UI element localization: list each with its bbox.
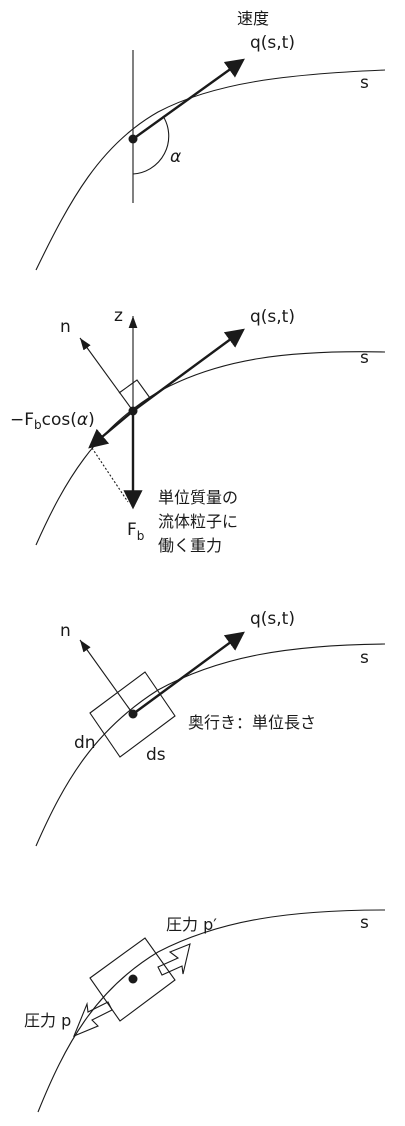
curve-label-s: s	[360, 348, 369, 368]
n-label: n	[60, 621, 71, 641]
n-label: n	[60, 317, 71, 337]
pressure-p-label: 圧力 p	[24, 1011, 71, 1030]
pressure-arrow-p	[72, 1001, 113, 1038]
panel-4: s 圧力 p′ 圧力 p	[24, 909, 386, 1113]
z-label: z	[114, 306, 123, 326]
curve-label-s: s	[360, 73, 369, 93]
panel-1: 速度 q(s,t) s α	[35, 9, 386, 271]
normal-n-arrow	[79, 337, 134, 412]
right-angle-marker	[118, 379, 151, 399]
pressure-p-prime-label: 圧力 p′	[166, 915, 217, 934]
velocity-arrow	[132, 631, 245, 715]
depth-note: 奥行き：単位長さ	[188, 713, 316, 732]
gravity-component-label: −Fbcos(α)	[10, 410, 95, 432]
velocity-arrow	[132, 328, 245, 412]
panel-2: z n q(s,t) s −Fbcos(α) Fb 単位質量の 流体粒子に 働く…	[10, 306, 386, 555]
curve-label-s: s	[360, 648, 369, 668]
streamline-curve	[35, 643, 386, 847]
streamline-curve	[37, 909, 386, 1113]
panel-3: n q(s,t) s 奥行き：単位長さ dn ds	[35, 609, 386, 847]
gravity-force-label: Fb	[127, 520, 144, 543]
velocity-symbol: q(s,t)	[250, 33, 295, 53]
gravity-note-line-1: 単位質量の	[158, 488, 238, 507]
gravity-note-line-2: 流体粒子に	[158, 512, 238, 531]
fluid-element-box	[89, 671, 176, 758]
dn-label: dn	[74, 733, 96, 753]
gravity-component-arrow	[88, 410, 134, 449]
normal-n-arrow	[79, 639, 134, 715]
angle-label: α	[170, 147, 181, 167]
velocity-arrow	[132, 58, 245, 140]
ds-label: ds	[146, 745, 166, 765]
velocity-symbol: q(s,t)	[250, 307, 295, 327]
velocity-symbol: q(s,t)	[250, 609, 295, 629]
fluid-particle-point	[128, 709, 138, 719]
fluid-particle-point	[128, 134, 138, 144]
pressure-arrow-p-prime	[157, 943, 191, 976]
curve-label-s: s	[360, 913, 369, 933]
streamline-curve	[35, 69, 386, 271]
projection-dotted-line	[91, 447, 129, 503]
fluid-particle-point	[128, 974, 138, 984]
gravity-note-line-3: 働く重力	[158, 536, 222, 555]
velocity-label: 速度	[237, 9, 269, 28]
fluid-particle-point	[128, 406, 138, 416]
angle-arc	[132, 115, 170, 175]
